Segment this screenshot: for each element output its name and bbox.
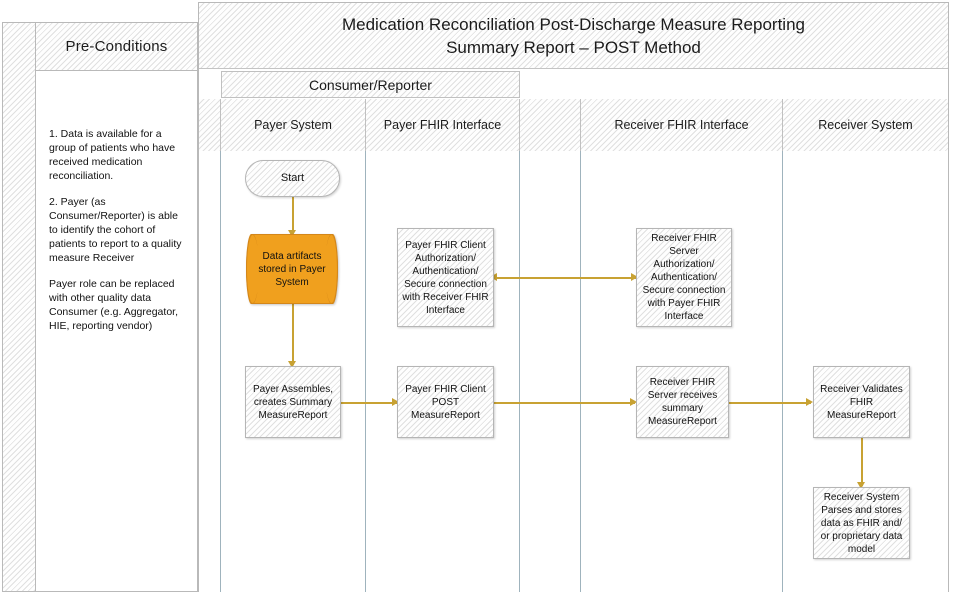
node-payer-fhir-client-auth[interactable]: Payer FHIR Client Authorization/ Authent…	[397, 228, 494, 327]
precondition-item-3: Payer role can be replaced with other qu…	[49, 278, 178, 332]
lane-header-payer-fhir-label: Payer FHIR Interface	[383, 118, 502, 132]
node-payer-assembles[interactable]: Payer Assembles, creates Summary Measure…	[245, 366, 341, 438]
node-receiver-auth-label: Receiver FHIR Server Authorization/ Auth…	[642, 233, 726, 322]
lane-header-receiver-fhir-interface: Receiver FHIR Interface	[581, 99, 783, 151]
node-payer-auth-label: Payer FHIR Client Authorization/ Authent…	[402, 239, 489, 316]
lane-header-payer-system: Payer System	[221, 99, 366, 151]
node-payer-post-label: Payer FHIR Client POST MeasureReport	[405, 383, 486, 421]
lane-header-payer-system-label: Payer System	[254, 118, 332, 132]
connector-post-to-receives	[494, 402, 635, 404]
arrowhead-receives-to-validates	[806, 398, 813, 406]
node-receiver-validates-measurereport[interactable]: Receiver Validates FHIR MeasureReport	[813, 366, 910, 438]
lane-header-receiver-system: Receiver System	[783, 99, 948, 151]
node-start[interactable]: Start	[245, 160, 340, 197]
arrowhead-assembles-to-post	[392, 398, 399, 406]
lane-header-row: Payer System Payer FHIR Interface Receiv…	[199, 99, 948, 151]
lane-header-receiver-fhir-label: Receiver FHIR Interface	[614, 118, 749, 132]
diagram-title-line-1: Medication Reconciliation Post-Discharge…	[341, 14, 805, 34]
lane-header-payer-fhir-interface: Payer FHIR Interface	[366, 99, 520, 151]
arrowhead-auth-right	[631, 273, 638, 281]
connector-start-to-data	[292, 196, 294, 232]
node-receiver-receives-label: Receiver FHIR Server receives summary Me…	[647, 377, 718, 427]
node-data-artifacts-store[interactable]: Data artifacts stored in Payer System	[246, 234, 338, 304]
diagram-title-line-2: Summary Report – POST Method	[446, 37, 701, 57]
node-payer-assembles-label: Payer Assembles, creates Summary Measure…	[252, 383, 334, 421]
node-receiver-parses-stores[interactable]: Receiver System Parses and stores data a…	[813, 487, 910, 559]
lane-header-gap	[520, 99, 581, 151]
preconditions-title: Pre-Conditions	[36, 23, 197, 71]
connector-receives-to-validates	[729, 402, 811, 404]
precondition-item-2: 2. Payer (as Consumer/Reporter) is able …	[49, 196, 182, 264]
lane-body-gap	[520, 151, 581, 592]
arrowhead-start-to-data	[288, 230, 296, 237]
precondition-item-1: 1. Data is available for a group of pati…	[49, 128, 176, 182]
connector-validates-to-parses	[861, 438, 863, 486]
connector-auth-bidirectional	[494, 277, 636, 279]
node-receiver-fhir-server-auth[interactable]: Receiver FHIR Server Authorization/ Auth…	[636, 228, 732, 327]
arrowhead-post-to-receives	[630, 398, 637, 406]
node-receiver-receives-measurereport[interactable]: Receiver FHIR Server receives summary Me…	[636, 366, 729, 438]
lane-header-receiver-system-label: Receiver System	[818, 118, 913, 132]
lane-body-spine	[199, 151, 221, 592]
diagram-title: Medication Reconciliation Post-Discharge…	[199, 3, 948, 69]
node-payer-post-measurereport[interactable]: Payer FHIR Client POST MeasureReport	[397, 366, 494, 438]
preconditions-spine	[3, 23, 36, 591]
lane-header-spine	[199, 99, 221, 151]
connector-assembles-to-post	[341, 402, 397, 404]
node-receiver-validates-label: Receiver Validates FHIR MeasureReport	[820, 383, 903, 421]
arrowhead-validates-to-parses	[857, 482, 865, 489]
connector-data-to-assembles	[292, 303, 294, 365]
diagram-pool: Medication Reconciliation Post-Discharge…	[198, 2, 949, 592]
preconditions-pool: Pre-Conditions 1. Data is available for …	[2, 22, 198, 592]
node-data-artifacts-label: Data artifacts stored in Payer System	[258, 250, 326, 288]
node-receiver-parses-label: Receiver System Parses and stores data a…	[820, 491, 903, 555]
arrowhead-data-to-assembles	[288, 361, 296, 368]
preconditions-body: 1. Data is available for a group of pati…	[36, 71, 197, 591]
consumer-reporter-band: Consumer/Reporter	[221, 71, 520, 98]
node-start-label: Start	[280, 172, 305, 184]
